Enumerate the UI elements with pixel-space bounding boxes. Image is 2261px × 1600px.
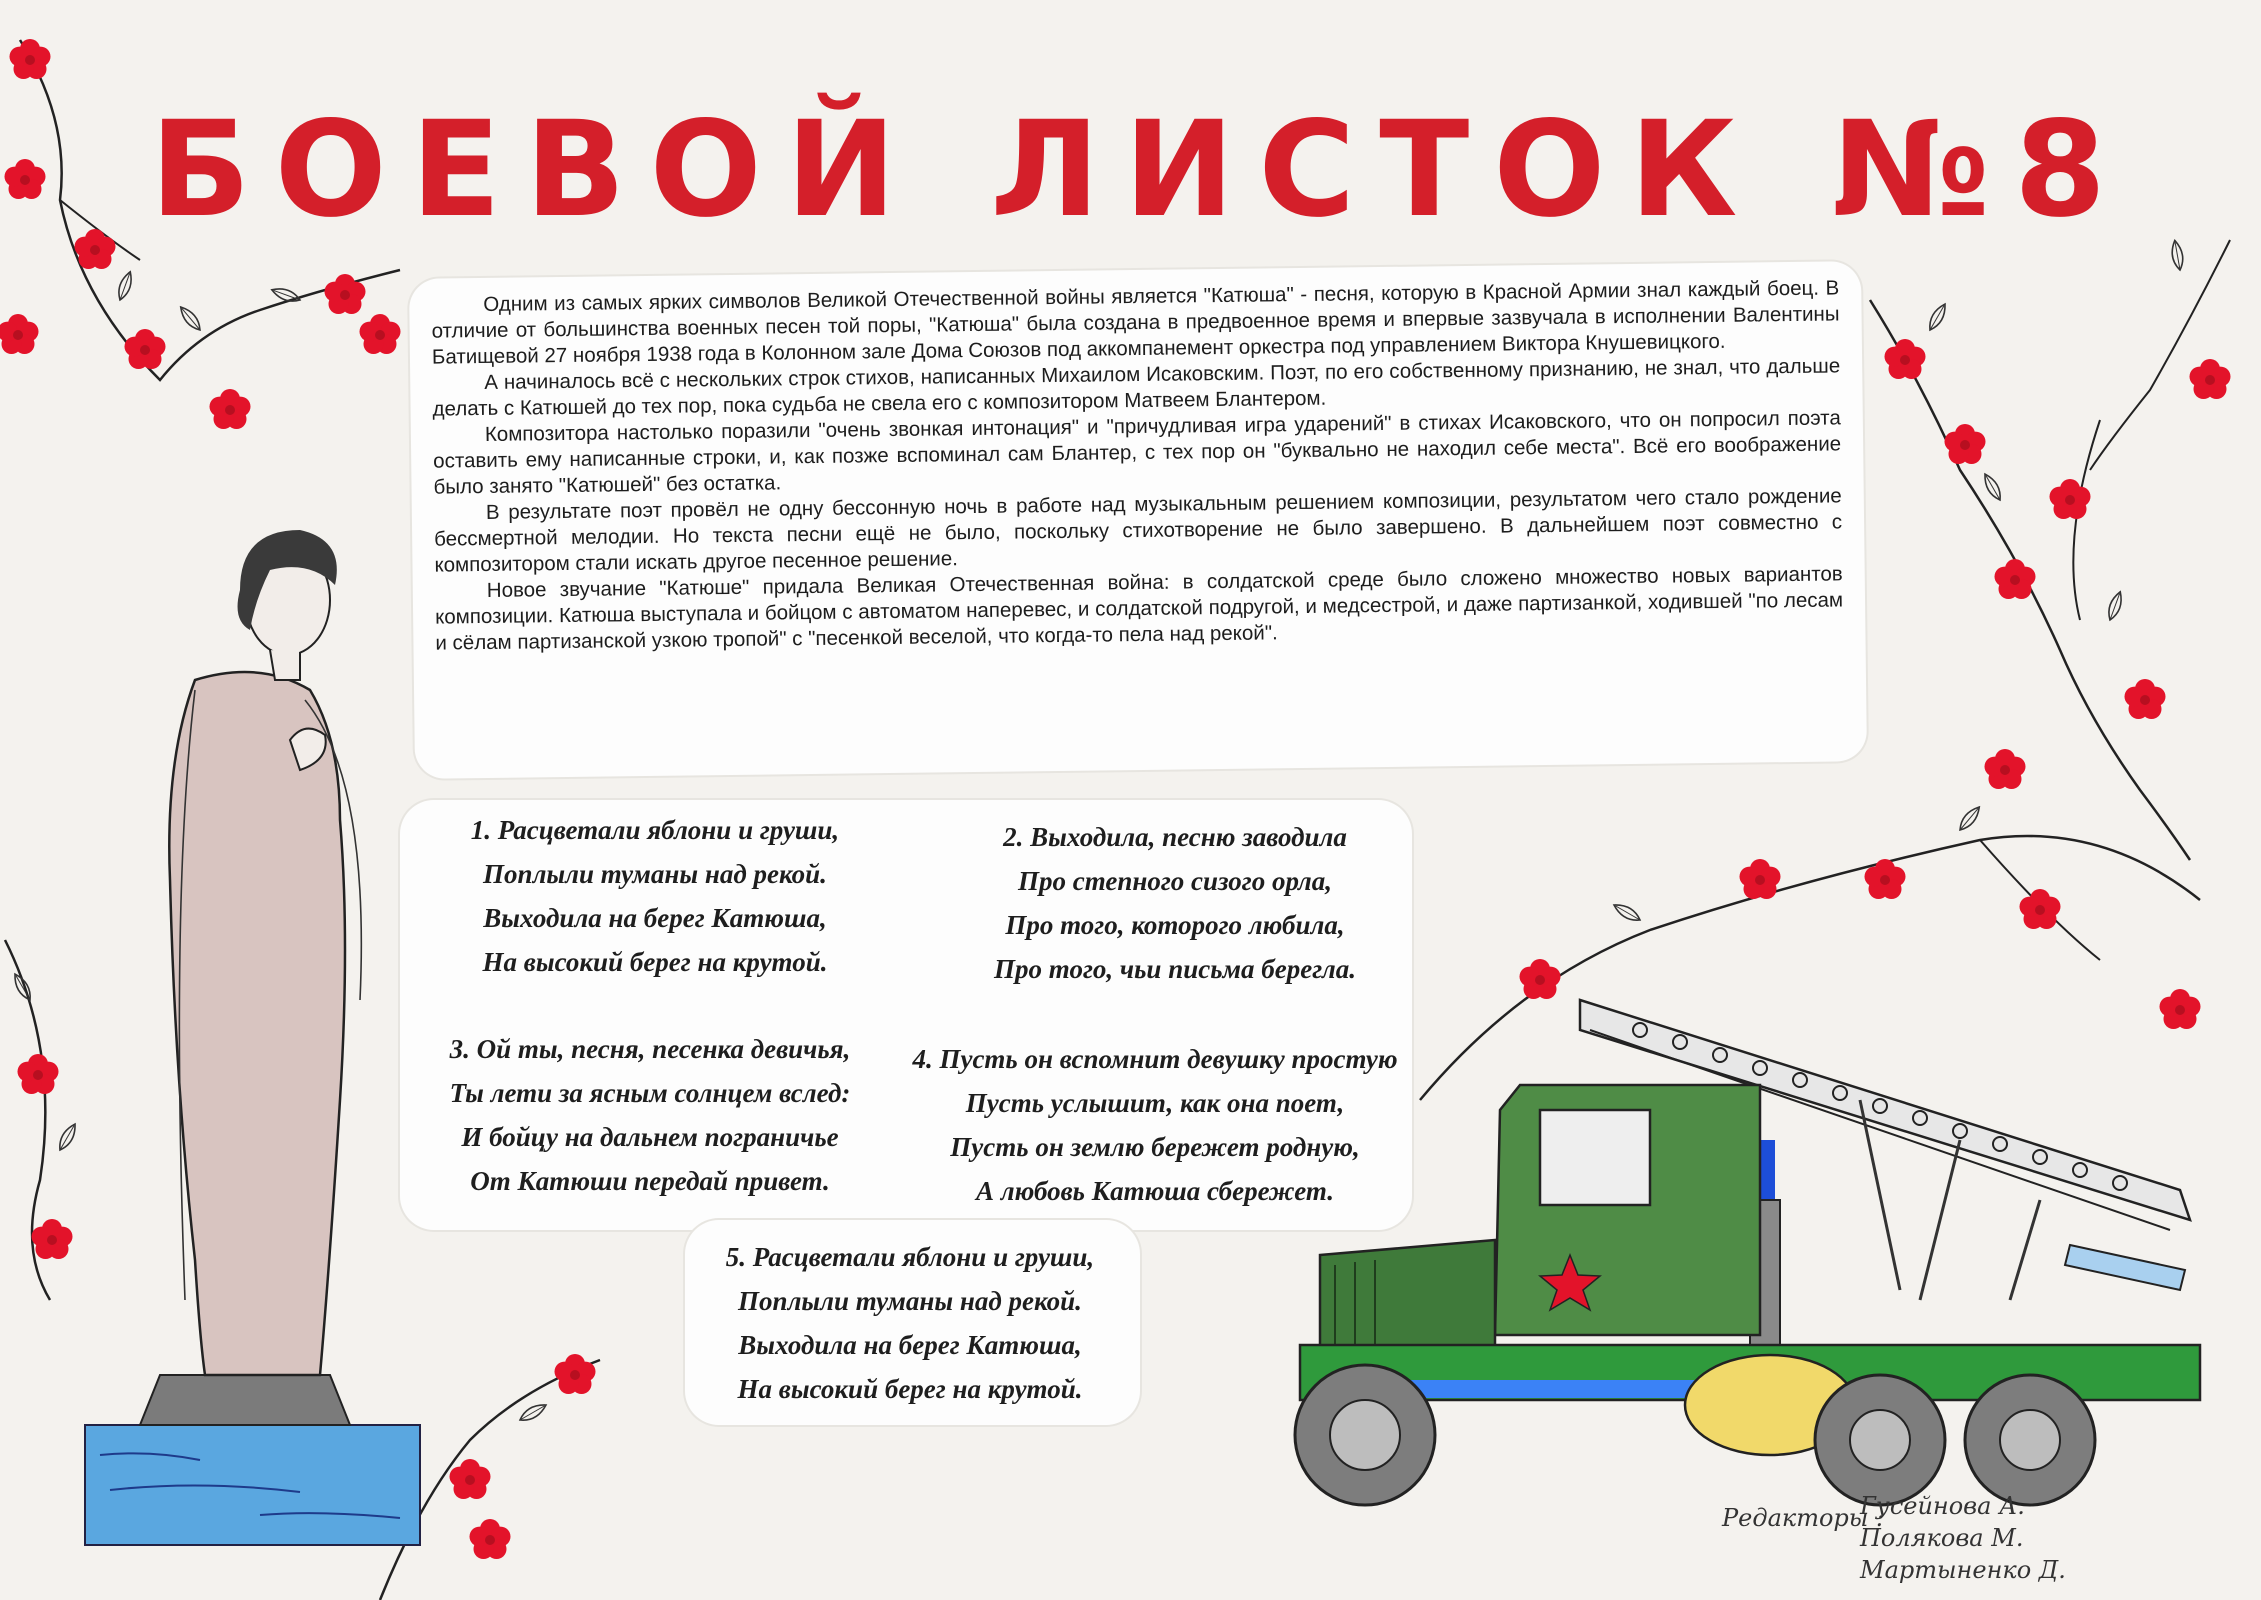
verse-line: Поплыли туманы над рекой. (738, 1286, 1082, 1316)
poster-title: БОЕВОЙ ЛИСТОК №8 (150, 93, 2130, 247)
verse-line: Ты лети за ясным солнцем вслед: (449, 1078, 851, 1108)
verse-line: 3. Ой ты, песня, песенка девичья, (449, 1034, 851, 1064)
verse-line: От Катюши передай привет. (470, 1166, 830, 1196)
flower-branch-icon (0, 39, 401, 429)
verse-line: А любовь Катюша сбережет. (976, 1176, 1334, 1206)
verse-line: 5. Расцветали яблони и груши, (725, 1242, 1095, 1272)
verse-4: 4. Пусть он вспомнит девушку простую Пус… (885, 1037, 1425, 1213)
verse-line: 4. Пусть он вспомнит девушку простую (912, 1044, 1398, 1074)
editor-name: Гусейнова А. (1860, 1492, 2025, 1520)
katyusha-truck-illustration (1293, 998, 2202, 1507)
verse-line: Выходила на берег Катюша, (483, 903, 827, 933)
verse-line: Выходила на берег Катюша, (738, 1330, 1082, 1360)
editor-name: Полякова М. (1860, 1524, 2024, 1552)
verse-5-card (685, 1220, 1140, 1425)
verse-line: Поплыли туманы над рекой. (483, 859, 827, 889)
verse-line: Пусть услышит, как она поет, (965, 1088, 1345, 1118)
editors-label: Редакторы : (1722, 1504, 1885, 1532)
editors-signature: Редакторы : Гусейнова А. Полякова М. Мар… (1722, 1490, 2202, 1600)
editor-name: Мартыненко Д. (1860, 1556, 2066, 1584)
intro-paragraph: Новое звучание "Катюше" придала Великая … (434, 562, 1844, 655)
verse-line: Про степного сизого орла, (1017, 866, 1333, 896)
verse-line: Про того, которого любила, (1005, 910, 1345, 940)
verse-line: Пусть он землю бережет родную, (950, 1132, 1360, 1162)
editors-names: Гусейнова А. Полякова М. Мартыненко Д. (1860, 1490, 2066, 1586)
verse-line: 2. Выходила, песню заводила (1003, 822, 1347, 852)
verses-card (400, 800, 1412, 1230)
flower-branch-icon (1868, 238, 2231, 861)
verse-line: И бойцу на дальнем пограничье (461, 1122, 839, 1152)
verse-3: 3. Ой ты, песня, песенка девичья, Ты лет… (410, 1027, 890, 1203)
verse-line: Про того, чьи письма берегла. (994, 954, 1356, 984)
intro-card: Одним из самых ярких символов Великой От… (408, 261, 1868, 779)
verse-5: 5. Расцветали яблони и груши, Поплыли ту… (690, 1235, 1130, 1411)
verse-2: 2. Выходила, песню заводила Про степного… (955, 815, 1395, 991)
woman-statue-illustration (84, 530, 421, 1546)
flower-branch-icon (1419, 803, 2201, 1101)
red-star-icon (1538, 1252, 1602, 1312)
verse-line: На высокий берег на крутой. (737, 1374, 1083, 1404)
verse-line: На высокий берег на крутой. (482, 947, 828, 977)
verse-line: 1. Расцветали яблони и груши, (470, 815, 840, 845)
verse-1: 1. Расцветали яблони и груши, Поплыли ту… (425, 808, 885, 984)
